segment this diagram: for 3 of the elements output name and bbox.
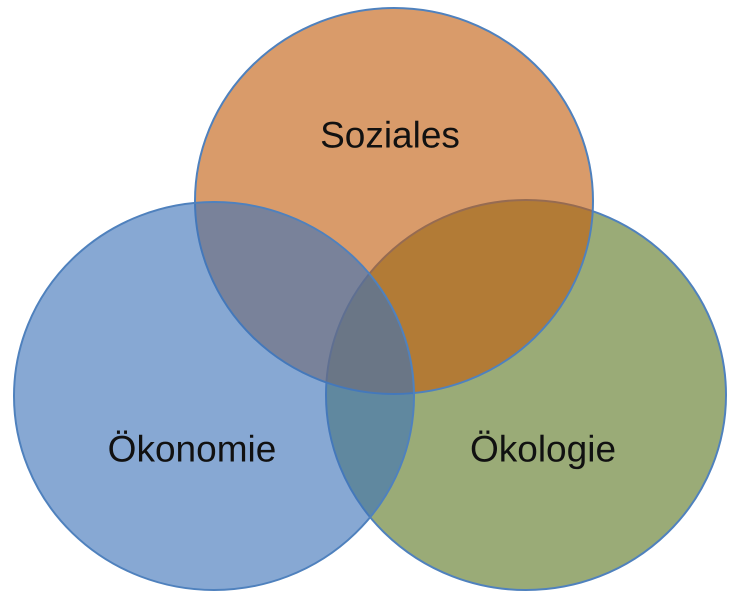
circle-label: Ökonomie (108, 430, 276, 468)
circle-label: Ökologie (470, 430, 616, 468)
circle-label: Soziales (320, 116, 460, 154)
